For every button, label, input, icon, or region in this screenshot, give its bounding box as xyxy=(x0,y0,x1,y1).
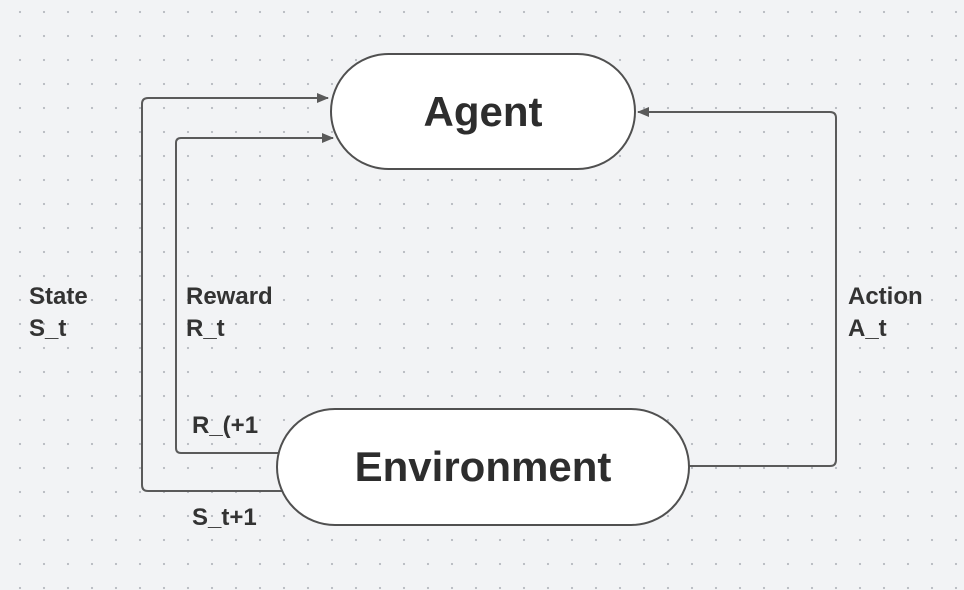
next-reward-label: R_(+1 xyxy=(192,412,259,439)
action-edge-label: Action A_t xyxy=(848,281,923,345)
agent-node-label: Agent xyxy=(423,87,543,135)
environment-node-label: Environment xyxy=(354,443,612,490)
state-connector xyxy=(141,93,329,492)
reward-edge-label: Reward R_t xyxy=(186,281,273,345)
reward-label-line1: Reward xyxy=(186,283,273,310)
state-label-line1: State xyxy=(29,283,88,310)
reward-connector xyxy=(175,133,334,454)
state-label-line2: S_t xyxy=(29,315,67,342)
agent-node[interactable]: Agent xyxy=(330,53,636,170)
action-label-line2: A_t xyxy=(848,315,887,342)
reward-label-line2: R_t xyxy=(186,315,225,342)
action-connector xyxy=(637,107,837,467)
state-edge-label: State S_t xyxy=(29,281,88,345)
action-label-line1: Action xyxy=(848,283,923,310)
next-state-label: S_t+1 xyxy=(192,504,257,531)
environment-node[interactable]: Environment xyxy=(276,408,690,526)
